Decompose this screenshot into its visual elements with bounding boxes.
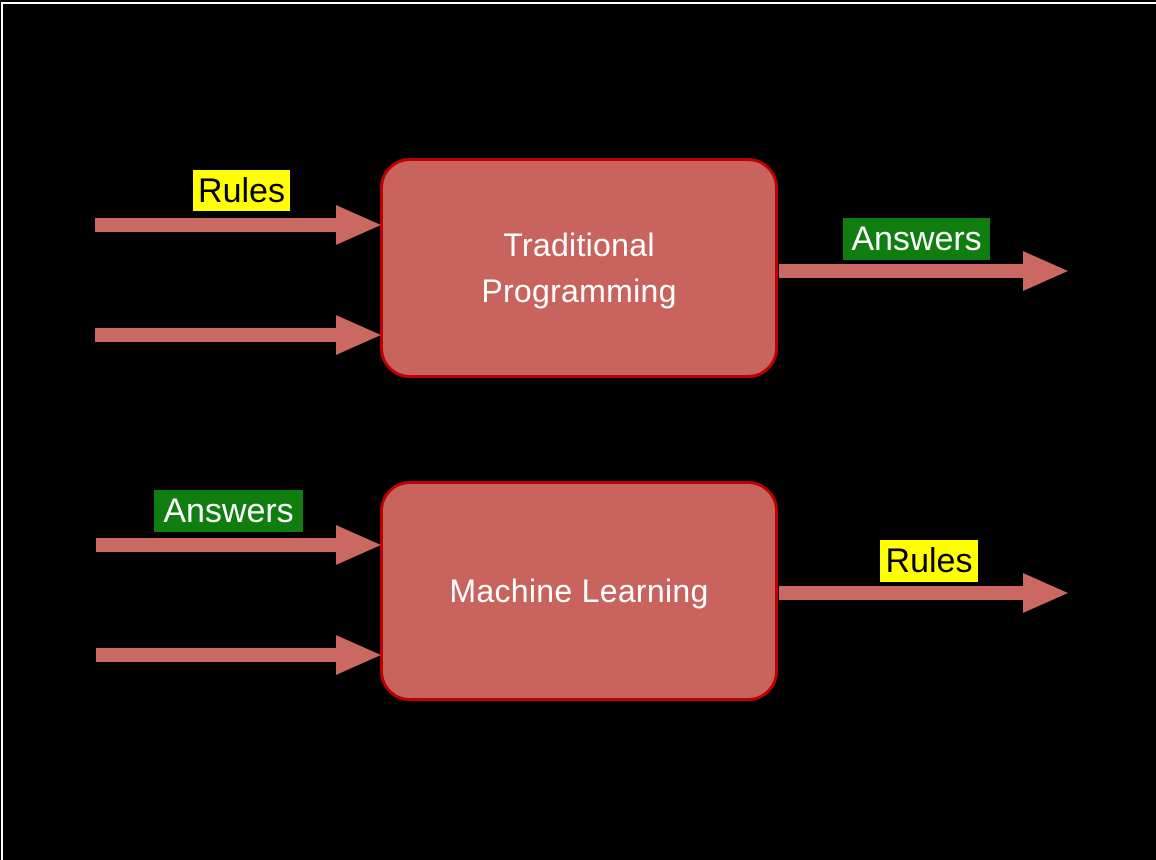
rules-input-arrow-shaft	[95, 218, 337, 232]
answers-output-label: Answers	[843, 218, 990, 260]
rules-output-arrow-shaft	[779, 586, 1023, 600]
rules-output-label: Rules	[880, 540, 978, 582]
rules-output-arrow-head	[1023, 573, 1068, 613]
machine-learning-box: Machine Learning	[380, 481, 778, 701]
data-input-arrow-bottom-shaft	[96, 648, 337, 662]
traditional-programming-box: Traditional Programming	[380, 158, 778, 378]
rules-input-label: Rules	[193, 170, 290, 211]
answers-output-arrow-head	[1023, 251, 1068, 291]
answers-output-arrow-shaft	[779, 264, 1023, 278]
box-label-line-1: Traditional	[503, 227, 655, 263]
data-input-arrow-bottom-head	[336, 635, 381, 675]
answers-input-arrow-head	[336, 525, 381, 565]
box-label-line-2: Programming	[481, 273, 677, 309]
machine-learning-box-label: Machine Learning	[449, 573, 709, 609]
answers-input-label: Answers	[154, 490, 303, 532]
data-input-arrow-top-shaft	[95, 328, 337, 342]
rules-input-arrow-head	[336, 205, 381, 245]
data-input-arrow-top-head	[336, 315, 381, 355]
answers-input-arrow-shaft	[96, 538, 337, 552]
traditional-programming-box-label: Traditional Programming	[481, 222, 676, 314]
